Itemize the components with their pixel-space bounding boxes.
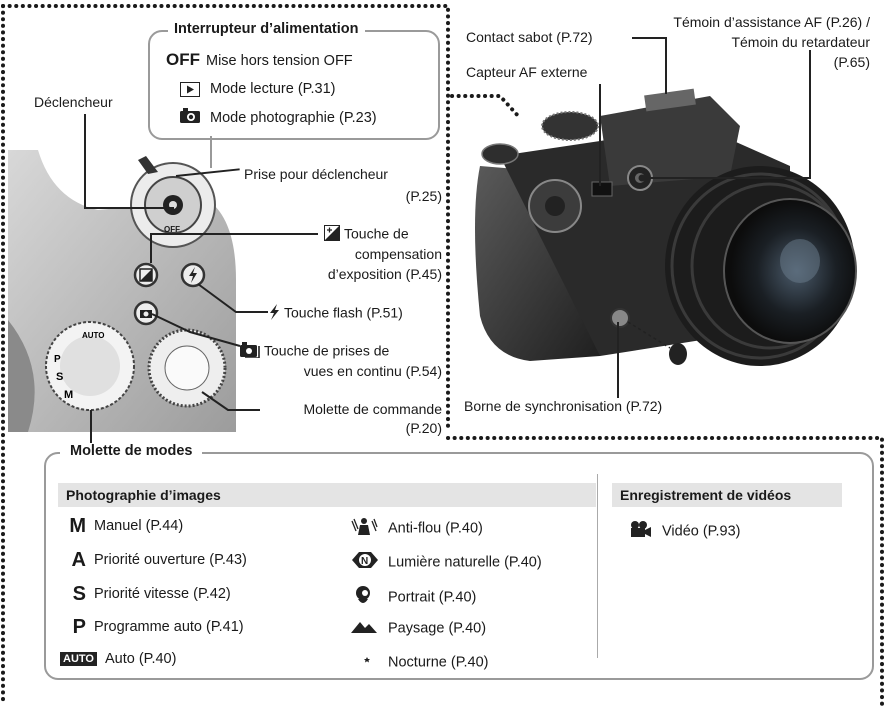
svg-text:S: S [56,371,63,383]
mode-portrait: Portrait (P.40) [350,585,476,610]
video-heading: Enregistrement de vidéos [612,483,842,507]
power-off-label: Mise hors tension OFF [206,53,353,69]
hot-shoe-label: Contact sabot (P.72) [466,29,593,45]
playback-label: Mode lecture (P.31) [210,81,336,97]
night-icon [350,650,388,675]
mode-dial-title: Molette de modes [60,443,203,459]
camera-icon [180,108,200,128]
release-socket-label: Prise pour déclencheur [244,166,388,182]
svg-text:AUTO: AUTO [82,331,105,340]
svg-text:M: M [64,389,73,401]
burst-label-2: vues en continu (P.54) [303,363,442,379]
svg-text:N: N [361,556,368,567]
flash-label: Touche flash (P.51) [268,304,403,324]
anti-blur-icon [350,517,388,540]
photo-mode-label: Mode photographie (P.23) [210,109,377,126]
power-off-row: OFF Mise hors tension OFF [166,51,353,70]
column-divider [597,474,598,658]
mode-night: Nocturne (P.40) [350,650,488,675]
burst-icon [240,342,262,362]
exposure-label-1: Touche de [324,225,409,245]
command-dial-page: (P.20) [405,420,442,436]
command-dial[interactable] [145,326,229,410]
play-icon [180,81,200,97]
mode-dial[interactable]: AUTO S M P [42,318,138,414]
svg-text:P: P [54,354,61,365]
exposure-label-3: d’exposition (P.45) [327,266,442,282]
portrait-icon [350,585,388,610]
external-af-label: Capteur AF externe [466,64,588,80]
power-box-connector [210,136,212,168]
af-assist-label-1: Témoin d’assistance AF (P.26) / [673,14,870,30]
sync-terminal-label: Borne de synchronisation (P.72) [464,398,663,414]
af-assist-label-2: Témoin du retardateur [731,34,870,50]
landscape-icon [350,618,388,639]
camera-photo [475,88,857,366]
burst-label-1: Touche de prises de [240,342,389,362]
off-symbol: OFF [166,50,200,69]
natural-light-icon: N [350,551,388,574]
movie-icon [628,520,662,543]
mode-movie: Vidéo (P.93) [628,520,740,543]
af-assist-label-3: (P.65) [833,54,870,70]
auto-badge: AUTO [60,652,97,666]
flash-icon [268,304,280,324]
photo-heading: Photographie d’images [58,483,596,507]
release-socket-page: (P.25) [405,188,442,204]
power-switch-title: Interrupteur d’alimentation [168,21,365,37]
shutter-label: Déclencheur [34,94,113,110]
exposure-label-2: compensation [354,246,442,262]
mode-anti-blur: Anti-flou (P.40) [350,517,483,540]
dial-off-mark: OFF [164,225,180,234]
exposure-comp-icon [324,225,340,245]
command-dial-label: Molette de commande [303,401,442,417]
flash-button[interactable] [180,262,206,288]
exposure-button[interactable] [133,262,159,288]
mode-landscape: Paysage (P.40) [350,618,486,639]
photo-mode-row: Mode photographie (P.23) [180,108,377,128]
burst-button[interactable] [133,300,159,326]
playback-row: Mode lecture (P.31) [180,80,335,98]
